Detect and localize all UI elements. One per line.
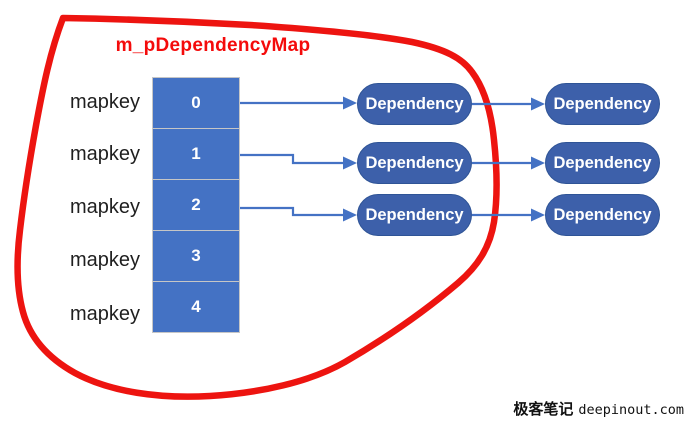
array-cell-4: 4 — [152, 281, 240, 333]
dependency-node-row0-first: Dependency — [357, 83, 472, 125]
arrow-row2-dep-to-dep — [472, 208, 545, 222]
arrow-row2-array-to-dep — [240, 206, 357, 222]
mapkey-label-0: mapkey — [69, 91, 140, 113]
dependency-node-row0-second: Dependency — [545, 83, 660, 125]
mapkey-label-3: mapkey — [69, 249, 140, 271]
watermark-domain: deepinout.com — [578, 402, 684, 418]
mapkey-label-2: mapkey — [69, 196, 140, 218]
dependency-node-row2-second: Dependency — [545, 194, 660, 236]
mapkey-label-4: mapkey — [69, 303, 140, 325]
mapkey-label-1: mapkey — [69, 143, 140, 165]
dependency-node-row2-first: Dependency — [357, 194, 472, 236]
dependency-map-array: 0 1 2 3 4 — [152, 77, 240, 333]
diagram-title: m_pDependencyMap — [115, 35, 311, 56]
array-cell-1: 1 — [152, 128, 240, 180]
dependency-node-row1-first: Dependency — [357, 142, 472, 184]
array-cell-0: 0 — [152, 77, 240, 129]
array-cell-3: 3 — [152, 230, 240, 282]
watermark: 极客笔记 deepinout.com — [513, 398, 684, 419]
arrow-row0-dep-to-dep — [472, 97, 545, 111]
array-cell-2: 2 — [152, 179, 240, 231]
arrow-row1-array-to-dep — [240, 153, 357, 170]
arrow-row1-dep-to-dep — [472, 156, 545, 170]
dependency-node-row1-second: Dependency — [545, 142, 660, 184]
watermark-chinese: 极客笔记 — [513, 400, 574, 418]
arrow-row0-array-to-dep — [240, 96, 357, 110]
